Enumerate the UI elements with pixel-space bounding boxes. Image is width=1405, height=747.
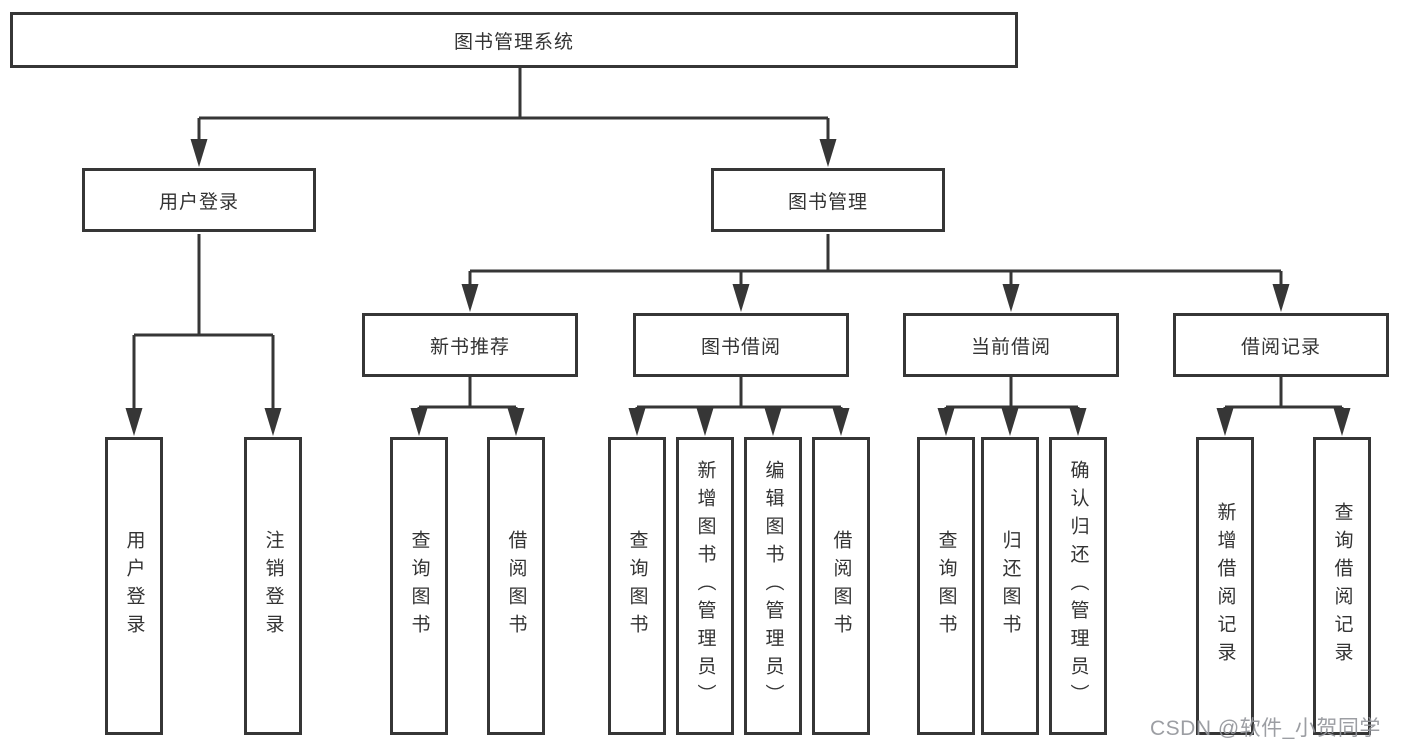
leaf-confirm-return-admin-label: 确认归还（管理员） — [1067, 460, 1089, 712]
leaf-return-books-label: 归还图书 — [999, 530, 1021, 642]
leaf-borrow-books-recommend: 借阅图书 — [487, 437, 545, 735]
csdn-watermark: CSDN @软件_小贺同学 — [1150, 717, 1381, 740]
leaf-query-books-recommend: 查询图书 — [390, 437, 448, 735]
leaf-return-books: 归还图书 — [981, 437, 1039, 735]
leaf-query-books-recommend-label: 查询图书 — [408, 530, 430, 642]
node-user-login-module-label: 用户登录 — [158, 191, 239, 213]
node-new-book-recommend: 新书推荐 — [362, 313, 578, 377]
node-book-management-module-label: 图书管理 — [787, 191, 868, 213]
leaf-borrow-books: 借阅图书 — [812, 437, 870, 735]
leaf-edit-books-admin-label: 编辑图书（管理员） — [762, 460, 784, 712]
node-current-borrow: 当前借阅 — [903, 313, 1119, 377]
node-borrow-records-label: 借阅记录 — [1240, 336, 1321, 358]
leaf-query-books-borrow-label: 查询图书 — [626, 530, 648, 642]
leaf-query-borrow-record-label: 查询借阅记录 — [1331, 502, 1353, 670]
leaf-query-borrow-record: 查询借阅记录 — [1313, 437, 1371, 735]
leaf-user-login-label: 用户登录 — [123, 530, 145, 642]
leaf-user-login: 用户登录 — [105, 437, 163, 735]
leaf-add-borrow-record: 新增借阅记录 — [1196, 437, 1254, 735]
node-book-management-module: 图书管理 — [711, 168, 945, 232]
leaf-logout: 注销登录 — [244, 437, 302, 735]
node-user-login-module: 用户登录 — [82, 168, 316, 232]
node-current-borrow-label: 当前借阅 — [970, 336, 1051, 358]
leaf-logout-label: 注销登录 — [262, 530, 284, 642]
leaf-query-books-current-label: 查询图书 — [935, 530, 957, 642]
node-root-system-label: 图书管理系统 — [453, 31, 574, 53]
arrowhead-icons — [125, 139, 1351, 436]
node-book-borrow: 图书借阅 — [633, 313, 849, 377]
leaf-add-books-admin-label: 新增图书（管理员） — [694, 460, 716, 712]
leaf-add-books-admin: 新增图书（管理员） — [676, 437, 734, 735]
leaf-edit-books-admin: 编辑图书（管理员） — [744, 437, 802, 735]
node-root-system: 图书管理系统 — [10, 12, 1018, 68]
node-book-borrow-label: 图书借阅 — [700, 336, 781, 358]
leaf-borrow-books-recommend-label: 借阅图书 — [505, 530, 527, 642]
leaf-query-books-current: 查询图书 — [917, 437, 975, 735]
node-new-book-recommend-label: 新书推荐 — [429, 336, 510, 358]
node-borrow-records: 借阅记录 — [1173, 313, 1389, 377]
leaf-add-borrow-record-label: 新增借阅记录 — [1214, 502, 1236, 670]
leaf-confirm-return-admin: 确认归还（管理员） — [1049, 437, 1107, 735]
leaf-query-books-borrow: 查询图书 — [608, 437, 666, 735]
leaf-borrow-books-label: 借阅图书 — [830, 530, 852, 642]
